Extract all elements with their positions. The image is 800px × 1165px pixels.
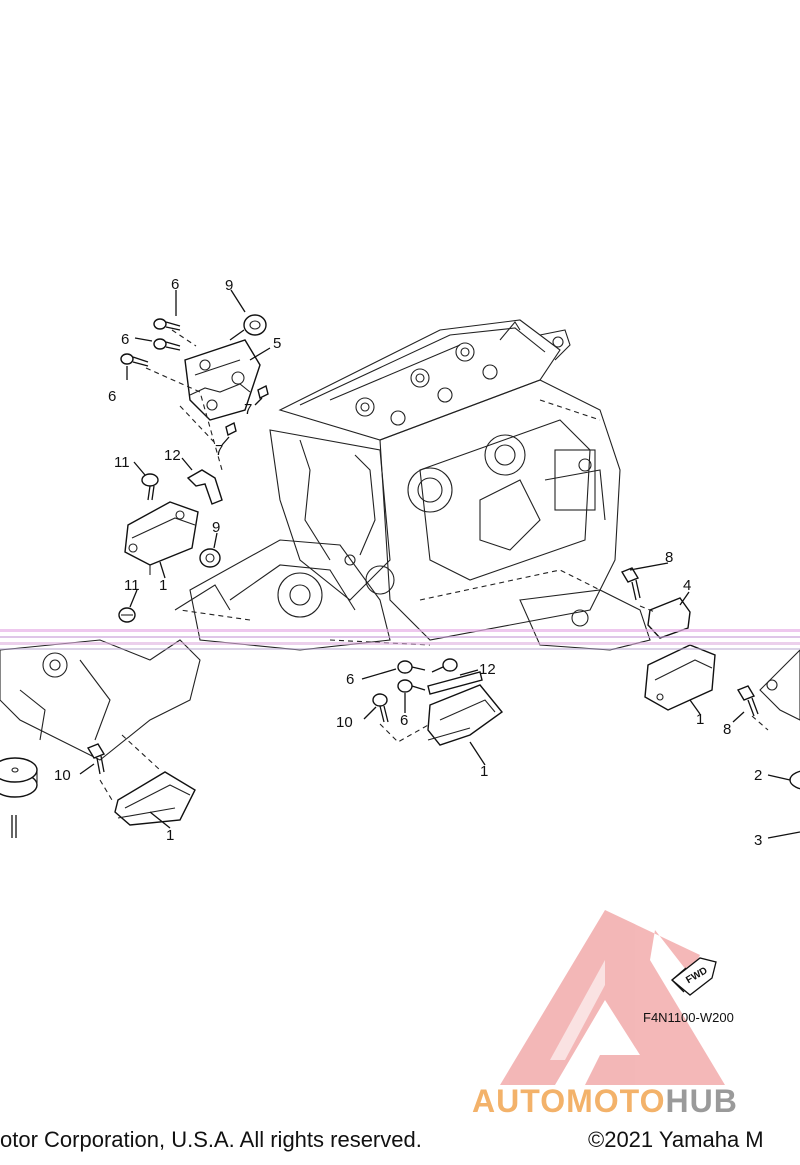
callout-7: 7	[215, 442, 223, 459]
callout-7: 7	[244, 401, 252, 418]
callout-6: 6	[108, 388, 116, 405]
callout-3: 3	[754, 832, 762, 849]
callout-4: 4	[683, 577, 691, 594]
bolt-10-lower	[86, 743, 106, 775]
nut-9-mid	[199, 548, 221, 568]
pin-7	[225, 384, 269, 437]
callout-1: 1	[696, 711, 704, 728]
leader-lines	[79, 289, 800, 839]
callout-6: 6	[171, 276, 179, 293]
bolt-6-center-b	[397, 679, 426, 693]
callout-6: 6	[121, 331, 129, 348]
copyright-left: otor Corporation, U.S.A. All rights rese…	[0, 1127, 422, 1152]
scan-noise-band	[0, 629, 800, 650]
callout-1: 1	[159, 577, 167, 594]
callout-12: 12	[164, 447, 181, 464]
engine-mount-1-upper-left	[124, 501, 199, 575]
bolt-6-center-c	[431, 658, 458, 673]
callout-12: 12	[479, 661, 496, 678]
watermark-brand-a: AUTOMOTO	[472, 1083, 666, 1119]
bolt-6-center-a	[397, 660, 426, 674]
bolt-6-top	[153, 318, 181, 331]
diagram-code: F4N1100-W200	[643, 1010, 734, 1025]
callout-1: 1	[480, 763, 488, 780]
callout-6: 6	[346, 671, 354, 688]
bolt-10-center	[372, 693, 389, 723]
bolt-6-left	[120, 353, 149, 367]
mount-bracket-5	[184, 339, 261, 421]
callout-8: 8	[665, 549, 673, 566]
hose-12-upper	[186, 469, 223, 505]
damper-lower-left	[0, 757, 38, 838]
callout-9: 9	[225, 277, 233, 294]
copyright-right: ©2021 Yamaha M	[588, 1127, 764, 1152]
engine-mount-1-right	[644, 644, 716, 711]
callout-11: 11	[124, 577, 140, 594]
bolt-6-mid	[153, 338, 181, 351]
engine-mount-1-lower-left	[114, 771, 196, 826]
mount-bracket-4	[647, 597, 691, 639]
callout-9: 9	[212, 519, 220, 536]
damper-2-right	[789, 770, 800, 790]
watermark-brand: AUTOMOTOHUB	[472, 1083, 738, 1120]
bolt-8-upper	[620, 567, 641, 601]
fwd-arrow-icon: FWD	[670, 957, 717, 996]
watermark-brand-b: HUB	[665, 1083, 738, 1119]
callout-2: 2	[754, 767, 762, 784]
hose-12-center	[427, 671, 483, 695]
callout-labels: 6 9 6 5 6 7 7 11 12 9 1 11 8 4 12 6 6 10…	[54, 276, 762, 849]
callout-10: 10	[54, 767, 71, 784]
callout-8: 8	[723, 721, 731, 738]
callout-1: 1	[166, 827, 174, 844]
engine-block	[0, 319, 800, 761]
engine-mount-1-center	[427, 684, 504, 746]
nut-9-top	[229, 314, 267, 341]
watermark-logo	[500, 910, 725, 1085]
callout-11: 11	[114, 454, 130, 471]
bolt-11-lower	[118, 607, 136, 623]
bolt-8-lower	[736, 685, 759, 717]
bolt-11-upper	[141, 473, 159, 501]
callout-5: 5	[273, 335, 281, 352]
callout-10: 10	[336, 714, 353, 731]
callout-6: 6	[400, 712, 408, 729]
